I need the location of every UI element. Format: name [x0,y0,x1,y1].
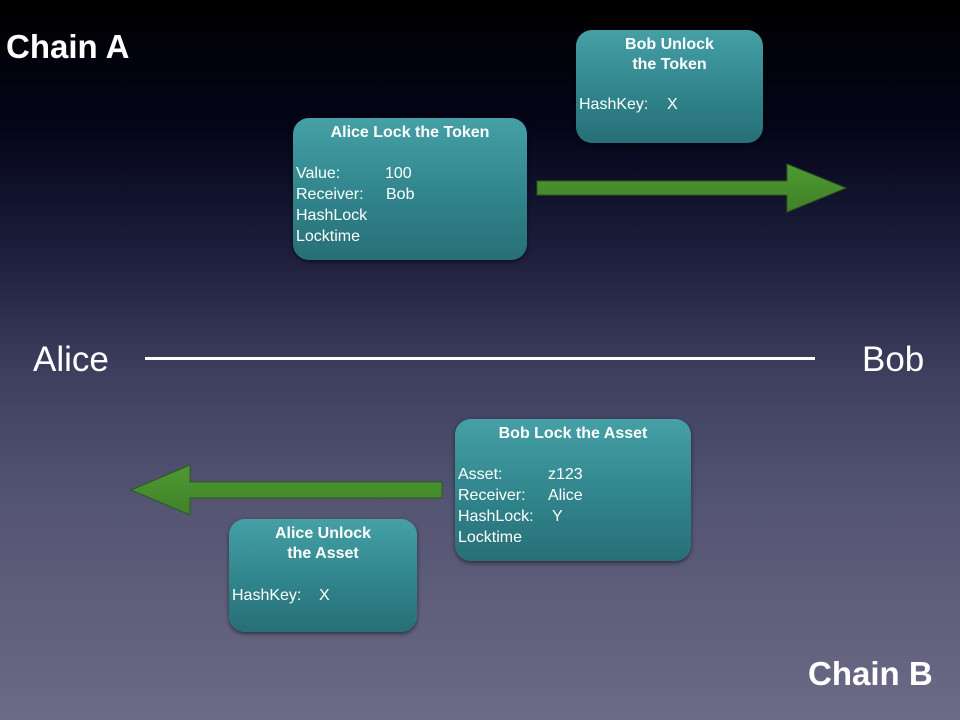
bob-unlock-token-box: Bob Unlock the Token HashKey: X [576,30,763,143]
field-key: HashKey: [579,96,649,113]
bob-label: Bob [862,340,925,379]
chain-b-label: Chain B [808,655,933,692]
arrow-left-icon [129,464,443,516]
field-key: Receiver: [296,186,364,203]
field-row: Receiver: Bob [296,184,414,205]
field-key: HashLock [296,207,368,224]
field-row: Value: 100 [296,163,414,184]
box-title: Bob Lock the Asset [498,425,648,442]
field-value: Bob [386,186,415,203]
field-row: HashKey: X [232,585,330,606]
field-key: HashKey: [232,587,302,604]
field-row: Locktime [296,226,414,247]
chain-a-label: Chain A [6,28,130,65]
field-value: 100 [385,165,412,182]
title-line-1: Bob Unlock [625,36,714,53]
field-row: Locktime [458,527,583,548]
field-key: Receiver: [458,487,526,504]
box-title: Alice Unlock the Asset [229,519,417,564]
alice-unlock-asset-box: Alice Unlock the Asset HashKey: X [229,519,417,632]
field-row: Asset: z123 [458,464,583,485]
box-fields: Value: 100 Receiver: Bob HashLock Lockti… [296,163,414,247]
field-value: z123 [548,466,583,483]
field-value: X [667,96,678,113]
bob-lock-asset-box: Bob Lock the Asset Asset: z123 Receiver:… [455,419,691,561]
field-value: X [319,587,330,604]
title-line-1: Alice Unlock [274,525,372,542]
box-fields: HashKey: X [232,585,330,606]
alice-lock-token-box: Alice Lock the Token Value: 100 Receiver… [293,118,527,260]
arrow-right-icon [536,163,848,213]
field-key: HashLock: [458,508,534,525]
field-row: HashLock [296,205,414,226]
field-row: Receiver: Alice [458,485,583,506]
box-fields: HashKey: X [579,94,678,115]
title-line-2: the Asset [287,545,359,562]
field-value: Alice [548,487,583,504]
box-fields: Asset: z123 Receiver: Alice HashLock: Y … [458,464,583,548]
title-line-2: the Token [632,56,707,73]
field-key: Value: [296,165,341,182]
box-title: Alice Lock the Token [330,124,490,141]
field-key: Locktime [296,228,361,245]
box-title: Bob Unlock the Token [576,30,763,75]
field-key: Locktime [458,529,523,546]
field-row: HashLock: Y [458,506,583,527]
timeline-divider [145,357,815,360]
field-key: Asset: [458,466,503,483]
field-row: HashKey: X [579,94,678,115]
alice-label: Alice [33,340,109,379]
field-value: Y [552,508,563,525]
